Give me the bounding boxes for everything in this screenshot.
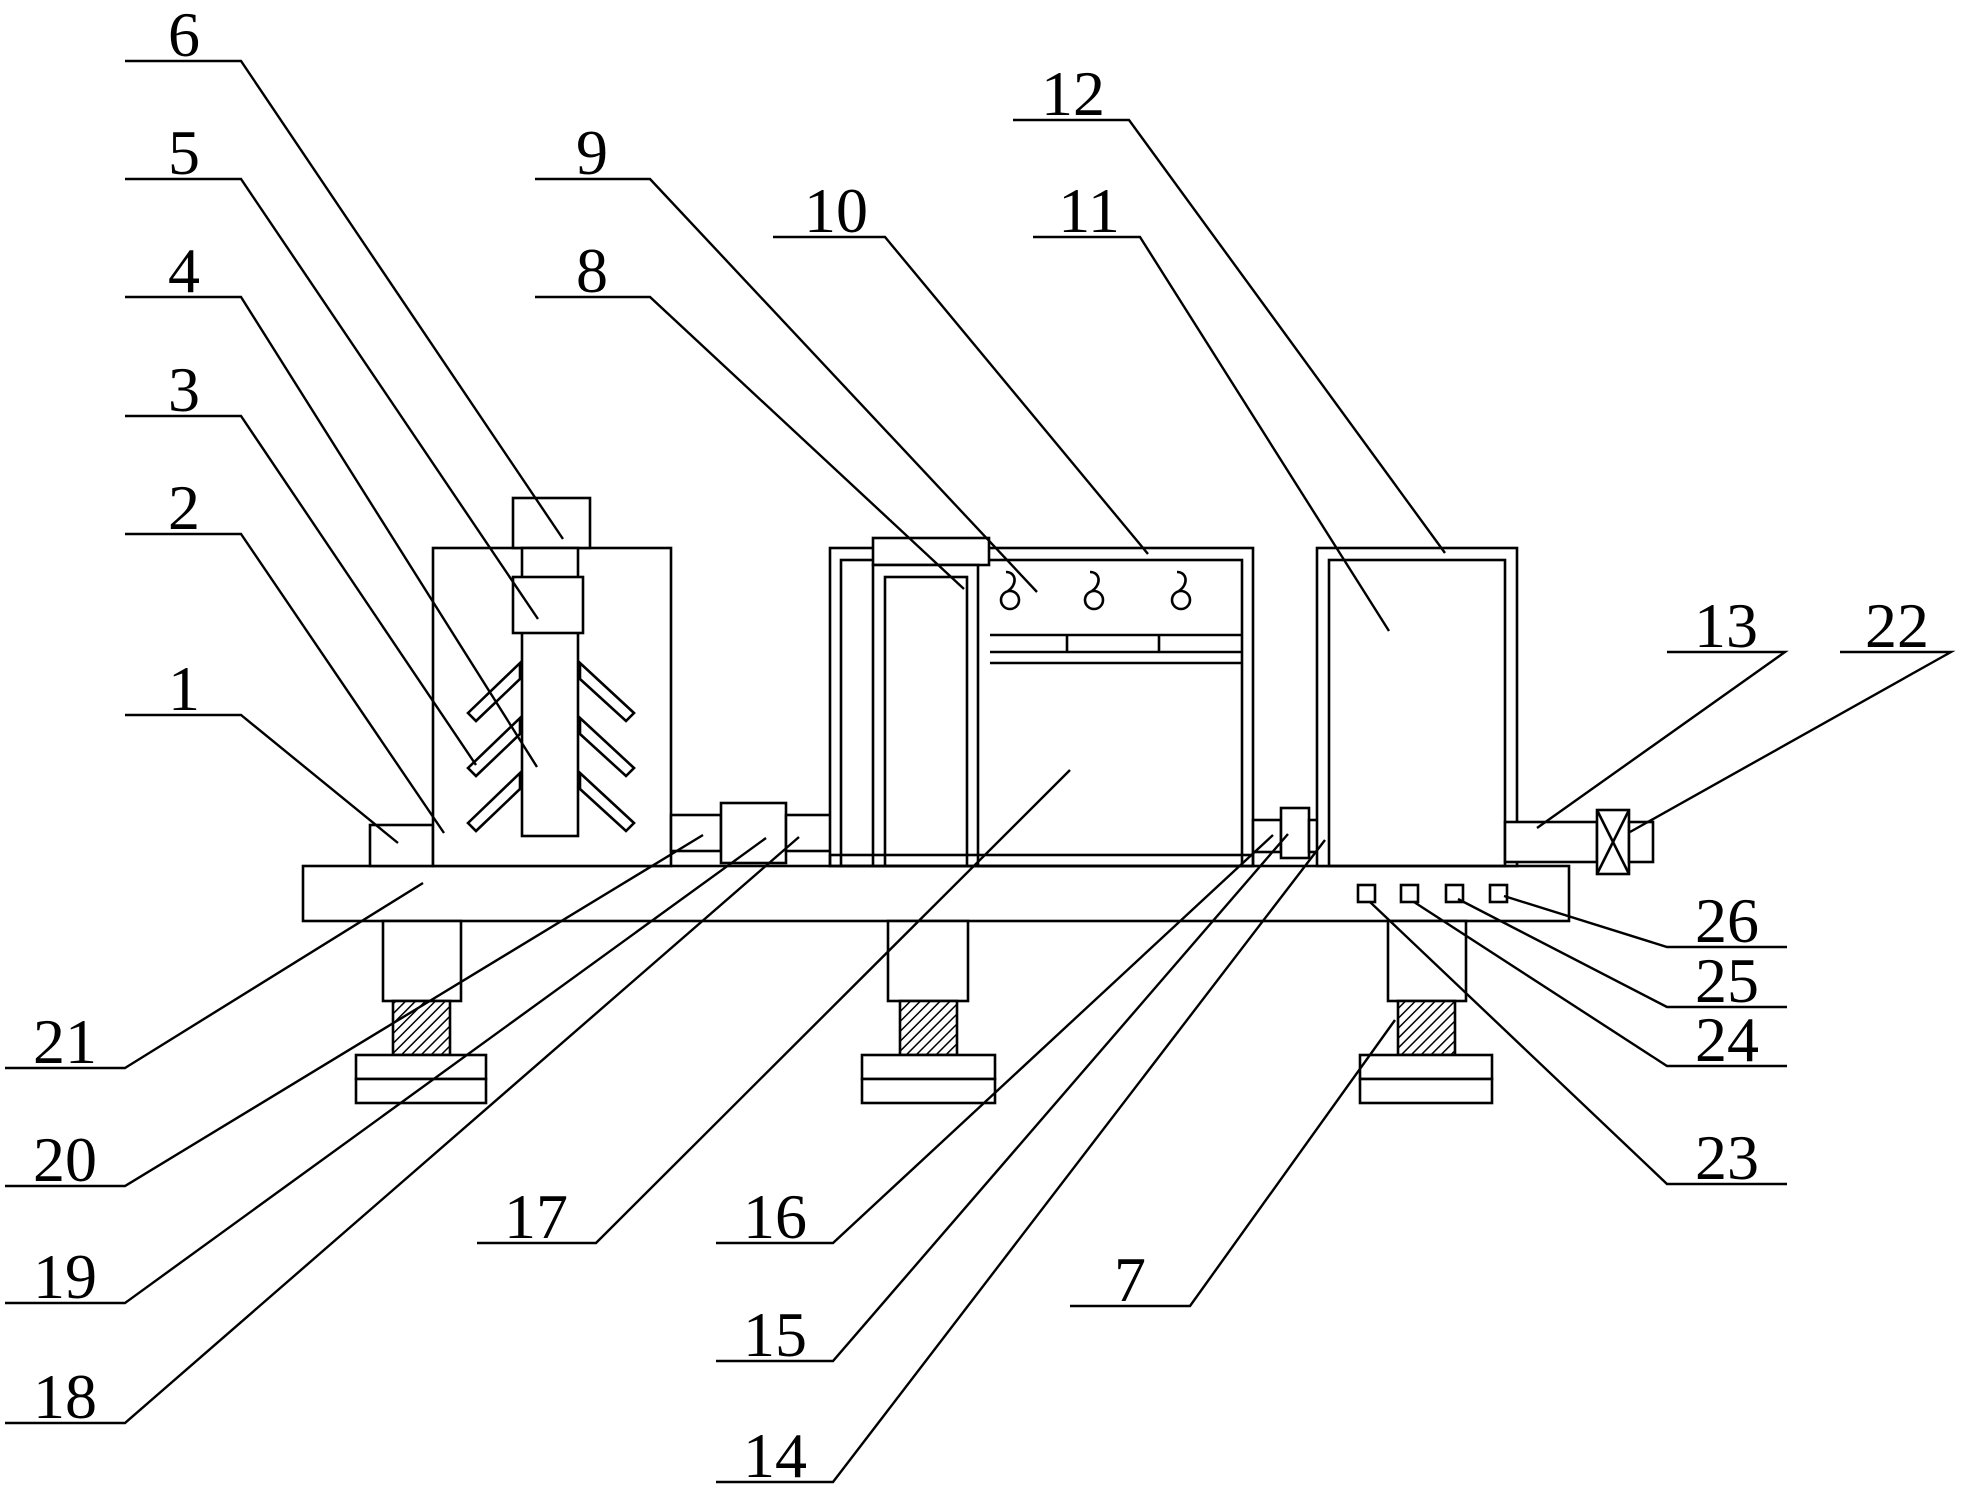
coupling [511,575,585,635]
label-22: 22 [1865,590,1929,661]
label-9: 9 [576,117,608,188]
control-button-1 [1356,883,1377,904]
label-4: 4 [168,235,200,306]
label-17: 17 [504,1181,568,1252]
motor-block [368,823,435,868]
label-21: 21 [33,1006,97,1077]
control-button-3 [1444,883,1465,904]
label-8: 8 [576,235,608,306]
label-11: 11 [1058,175,1120,246]
label-10: 10 [804,175,868,246]
control-button-2 [1399,883,1420,904]
base-platform [301,864,1571,923]
label-7: 7 [1114,1244,1146,1315]
outlet-end [1627,820,1655,864]
label-15: 15 [743,1299,807,1370]
label-12: 12 [1041,58,1105,129]
label-18: 18 [33,1361,97,1432]
filter-column-cap [871,536,991,567]
label-23: 23 [1695,1122,1759,1193]
label-20: 20 [33,1124,97,1195]
label-14: 14 [743,1420,807,1490]
outlet-pipe [1503,820,1599,864]
label-19: 19 [33,1241,97,1312]
label-6: 6 [168,0,200,70]
label-1: 1 [168,653,200,724]
leader-lines [5,59,1956,1484]
label-5: 5 [168,117,200,188]
pump-left [719,801,788,865]
collection-tank-inner [1327,558,1507,868]
label-25: 25 [1695,945,1759,1016]
part-labels: 6 5 4 3 2 1 9 8 10 11 12 13 22 21 20 19 … [33,0,1929,1490]
collection-tank [1315,546,1519,868]
stirring-blades [466,659,636,833]
support-leg-left [354,919,488,1105]
label-24: 24 [1695,1004,1759,1075]
support-leg-middle [860,919,997,1105]
label-3: 3 [168,354,200,425]
control-button-4 [1488,883,1509,904]
label-26: 26 [1695,885,1759,956]
pipe-left [669,813,723,853]
spray-nozzles [999,570,1192,611]
label-2: 2 [168,472,200,543]
bottom-channel [828,853,1255,868]
valve-mid [1279,806,1311,860]
support-leg-right [1358,919,1494,1105]
label-16: 16 [743,1181,807,1252]
label-13: 13 [1694,590,1758,661]
filter-column [871,563,980,868]
